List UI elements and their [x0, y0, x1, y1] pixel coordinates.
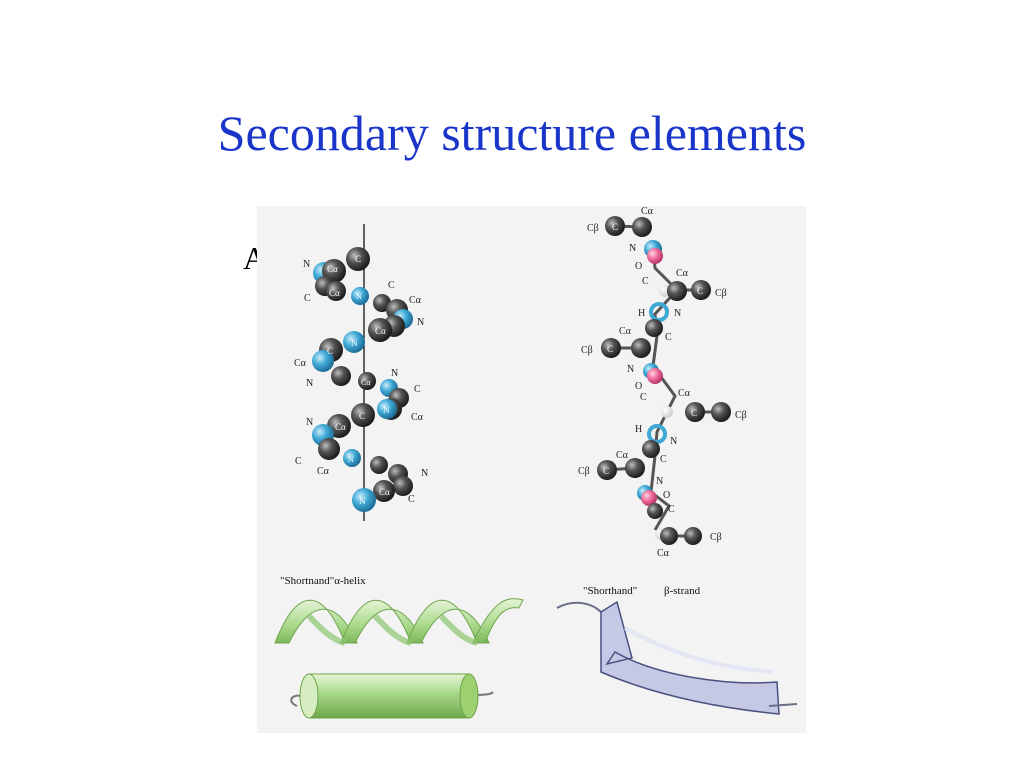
svg-text:N: N	[627, 364, 634, 375]
svg-text:N: N	[348, 455, 354, 464]
svg-text:C: C	[642, 276, 649, 287]
svg-text:Cβ: Cβ	[578, 466, 590, 477]
svg-text:Cα: Cα	[294, 358, 307, 369]
helix-shorthand-name: α-helix	[334, 575, 366, 587]
strand-atom-labels: Cα Cβ C N O C Cα Cβ C H N C Cα Cβ C N O …	[578, 206, 747, 559]
svg-text:C: C	[408, 494, 415, 505]
svg-text:Cα: Cα	[641, 206, 654, 217]
svg-text:Cβ: Cβ	[581, 345, 593, 356]
svg-text:N: N	[674, 308, 681, 319]
svg-text:H: H	[638, 308, 645, 319]
svg-text:Cα: Cα	[375, 326, 386, 336]
alpha-helix-ribbon	[274, 598, 524, 646]
svg-text:Cα: Cα	[657, 548, 670, 559]
svg-text:C: C	[691, 408, 697, 418]
svg-text:C: C	[640, 392, 647, 403]
svg-text:N: N	[306, 417, 313, 428]
svg-text:N: N	[356, 292, 362, 301]
svg-text:Cα: Cα	[411, 412, 424, 423]
svg-text:C: C	[668, 504, 675, 515]
svg-text:C: C	[612, 222, 618, 232]
svg-text:C: C	[697, 286, 703, 296]
svg-text:N: N	[351, 338, 358, 348]
secondary-structure-figure: N Cα C C Cα N C Cα N Cα N C Cα N Cα N C …	[257, 206, 806, 733]
svg-text:Cα: Cα	[335, 422, 346, 432]
svg-text:N: N	[303, 259, 310, 270]
strand-shorthand-name: β-strand	[664, 585, 701, 597]
svg-text:Cα: Cα	[676, 268, 689, 279]
figure-canvas: N Cα C C Cα N C Cα N Cα N C Cα N Cα N C …	[274, 206, 798, 719]
svg-text:C: C	[607, 344, 613, 354]
svg-text:Cα: Cα	[329, 288, 340, 298]
svg-text:"Shortnand"α-helix: "Shortnand"α-helix	[280, 575, 366, 587]
svg-text:C: C	[660, 454, 667, 465]
svg-text:Cα: Cα	[317, 466, 330, 477]
svg-text:N: N	[306, 378, 313, 389]
strand-shorthand-caption: "Shorthand" β-strand	[583, 585, 701, 597]
svg-text:Cβ: Cβ	[715, 288, 727, 299]
svg-text:C: C	[414, 384, 421, 395]
svg-text:O: O	[663, 490, 670, 501]
helix-shorthand-quote: "Shortnand"	[280, 575, 334, 587]
helix-atom-labels: N Cα C C Cα N C Cα N Cα N C Cα N Cα N C …	[294, 254, 428, 506]
svg-text:N: N	[629, 243, 636, 254]
svg-text:C: C	[327, 346, 333, 356]
svg-text:Cα: Cα	[616, 450, 629, 461]
svg-text:O: O	[635, 381, 642, 392]
beta-strand-ball-model	[597, 216, 731, 545]
svg-text:Cα: Cα	[409, 295, 422, 306]
svg-text:Cβ: Cβ	[587, 223, 599, 234]
svg-text:Cα: Cα	[619, 326, 632, 337]
strand-shorthand-quote: "Shorthand"	[583, 585, 637, 597]
svg-text:C: C	[665, 332, 672, 343]
svg-text:C: C	[295, 456, 302, 467]
svg-text:N: N	[359, 496, 366, 506]
svg-text:Cα: Cα	[678, 388, 691, 399]
svg-text:N: N	[656, 476, 663, 487]
svg-text:Cβ: Cβ	[710, 532, 722, 543]
alpha-helix-ball-model	[312, 224, 413, 521]
helix-shorthand-caption: "Shortnand"α-helix	[280, 575, 366, 587]
svg-text:N: N	[391, 368, 398, 379]
svg-text:N: N	[421, 468, 428, 479]
svg-text:Cα: Cα	[379, 487, 390, 497]
svg-text:O: O	[635, 261, 642, 272]
svg-text:C: C	[603, 466, 609, 476]
svg-text:C: C	[388, 280, 395, 291]
svg-text:N: N	[417, 317, 424, 328]
svg-text:C: C	[359, 411, 365, 421]
svg-text:N: N	[383, 405, 390, 415]
slide-title: Secondary structure elements	[217, 105, 807, 161]
svg-text:H: H	[635, 424, 642, 435]
svg-text:C: C	[304, 293, 311, 304]
svg-text:Cα: Cα	[327, 264, 338, 274]
beta-strand-arrow	[556, 600, 798, 715]
alpha-helix-cylinder	[290, 673, 494, 719]
svg-text:N: N	[670, 436, 677, 447]
svg-text:C: C	[355, 254, 361, 264]
svg-text:Cβ: Cβ	[735, 410, 747, 421]
svg-text:Cα: Cα	[361, 378, 371, 387]
